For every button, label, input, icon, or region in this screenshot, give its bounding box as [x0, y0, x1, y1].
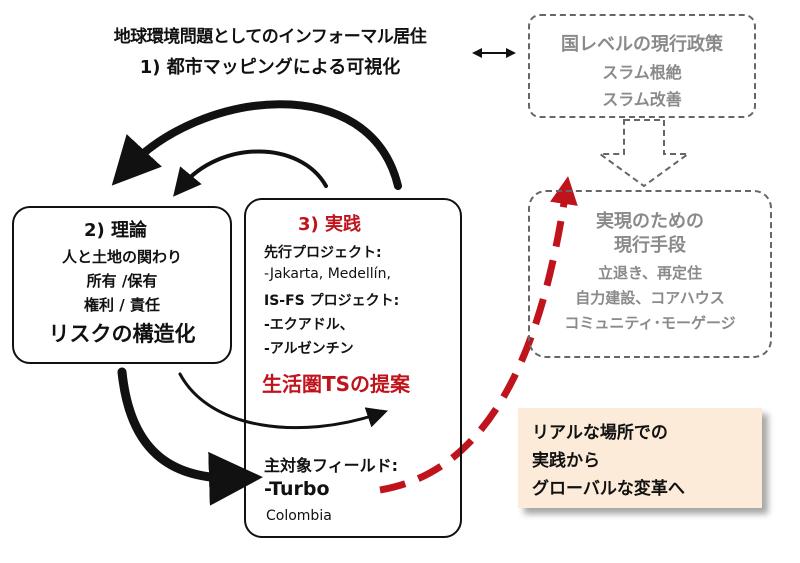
theory-line: 権利 / 責任: [84, 296, 160, 314]
practice-box: 3) 実践 先行プロジェクト: -Jakarta, Medellín, IS-F…: [244, 198, 462, 538]
ts-proposal: 生活圏TSの提案: [262, 372, 411, 396]
practice-line: -Jakarta, Medellín,: [264, 266, 391, 282]
field-country: Colombia: [266, 508, 332, 524]
practice-line: IS-FS プロジェクト:: [264, 293, 400, 309]
current-means-box: 実現のための 現行手段 立退き、再定住 自力建設、コアハウス コミュニティ･モー…: [528, 190, 772, 358]
national-policy-box: 国レベルの現行政策 スラム根絶 スラム改善: [528, 14, 756, 118]
theory-line: 所有 /保有: [86, 272, 158, 290]
field-name: -Turbo: [264, 478, 330, 500]
arrow-mapping-to-theory: [111, 100, 402, 190]
means-item: コミュニティ･モーゲージ: [564, 314, 736, 332]
callout-line: 実践から: [532, 451, 600, 471]
means-title-line: 実現のための: [596, 211, 704, 232]
arrow-field-to-means: [379, 176, 578, 494]
practice-line: -エクアドル、: [264, 317, 354, 333]
theory-emphasis: リスクの構造化: [48, 322, 196, 346]
headline-line1: 地球環境問題としてのインフォーマル居住: [113, 27, 427, 47]
policy-item: スラム改善: [602, 90, 682, 109]
means-item: 自力建設、コアハウス: [575, 289, 725, 307]
means-title-line: 現行手段: [614, 235, 686, 256]
policy-item: スラム根絶: [602, 63, 682, 82]
arrow-practice-to-theory: [173, 149, 328, 197]
arrow-policy-to-means: [596, 119, 692, 188]
arrow-theory-to-field: [117, 367, 263, 506]
callout-box: リアルな場所での 実践から グローバルな変革へ: [518, 408, 762, 508]
field-label: 主対象フィールド:: [264, 456, 399, 475]
headline: 地球環境問題としてのインフォーマル居住 1) 都市マッピングによる可視化: [60, 22, 480, 79]
callout-line: グローバルな変革へ: [532, 479, 685, 499]
practice-line: 先行プロジェクト:: [264, 245, 382, 261]
theory-title: 2) 理論: [84, 220, 148, 241]
arrow-theory-to-proposal: [178, 372, 388, 430]
policy-title: 国レベルの現行政策: [561, 34, 723, 55]
means-item: 立退き、再定住: [598, 264, 702, 282]
practice-title: 3) 実践: [298, 214, 362, 235]
headline-line2: 1) 都市マッピングによる可視化: [139, 57, 401, 78]
practice-line: -アルゼンチン: [264, 341, 354, 357]
double-arrow-headline-policy: [472, 48, 516, 58]
callout-line: リアルな場所での: [532, 423, 668, 443]
theory-line: 人と土地の関わり: [61, 248, 182, 266]
theory-box: 2) 理論 人と土地の関わり 所有 /保有 権利 / 責任 リスクの構造化: [12, 206, 232, 364]
